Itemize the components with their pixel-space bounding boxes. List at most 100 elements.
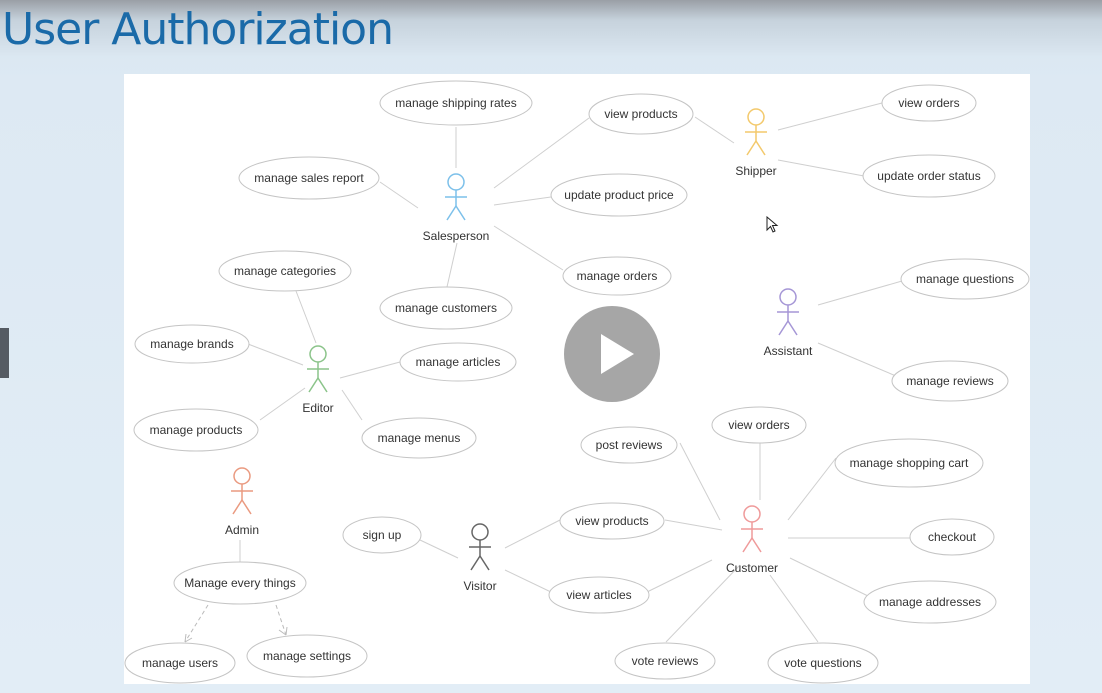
use-case-label: manage users <box>142 656 218 670</box>
use-case-label: sign up <box>363 528 402 542</box>
association-line <box>259 387 306 421</box>
use-case-ellipse <box>548 576 650 614</box>
use-case-ellipse <box>767 642 879 684</box>
use-case-label: update product price <box>564 188 674 202</box>
use-case-vote-reviews: vote reviews <box>614 642 716 680</box>
stick-figure-icon <box>777 288 799 336</box>
use-case-ellipse <box>891 360 1009 402</box>
play-video-button[interactable] <box>564 306 660 402</box>
use-case-ellipse <box>834 438 984 488</box>
mouse-pointer-icon <box>766 215 780 239</box>
association-line <box>493 196 552 206</box>
association-line <box>341 389 363 421</box>
association-line <box>694 116 735 144</box>
use-case-label: manage settings <box>263 649 351 663</box>
association-line <box>777 159 865 177</box>
actor-shipper: Shipper <box>735 108 777 178</box>
association-line <box>504 519 561 549</box>
use-case-label: view orders <box>898 96 959 110</box>
use-case-ellipse <box>550 173 688 217</box>
use-case-ellipse <box>124 642 236 684</box>
use-case-view-products: view products <box>559 502 665 540</box>
use-case-manage-settings: manage settings <box>246 634 368 678</box>
association-line <box>493 225 564 271</box>
actor-salesperson: Salesperson <box>423 173 489 243</box>
use-case-label: update order status <box>877 169 980 183</box>
actor-visitor: Visitor <box>463 523 497 593</box>
use-case-ellipse <box>238 156 380 200</box>
use-case-ellipse <box>614 642 716 680</box>
actor-label: Admin <box>225 523 259 537</box>
actor-label: Assistant <box>764 344 813 358</box>
use-case-manage-orders: manage orders <box>562 256 672 296</box>
association-line <box>184 604 209 643</box>
use-case-view-orders: view orders <box>881 84 977 122</box>
use-case-label: Manage every things <box>184 576 295 590</box>
use-case-sign-up: sign up <box>342 516 422 554</box>
use-case-manage-categories: manage categories <box>218 250 352 292</box>
association-line <box>446 242 458 288</box>
actor-assistant: Assistant <box>764 288 813 358</box>
association-line <box>379 181 419 209</box>
use-case-view-products: view products <box>588 93 694 135</box>
association-line <box>419 539 459 559</box>
use-case-label: manage categories <box>234 264 336 278</box>
use-case-ellipse <box>399 342 517 382</box>
use-case-ellipse <box>246 634 368 678</box>
stick-figure-icon <box>469 523 491 571</box>
association-line <box>777 102 883 131</box>
actor-label: Shipper <box>735 164 776 178</box>
use-case-manage-menus: manage menus <box>361 417 477 459</box>
association-line <box>817 280 903 306</box>
use-case-manage-customers: manage customers <box>379 286 513 330</box>
actor-label: Customer <box>726 561 778 575</box>
side-panel-handle[interactable] <box>0 328 9 378</box>
use-case-label: checkout <box>928 530 977 544</box>
use-case-vote-questions: vote questions <box>767 642 879 684</box>
use-case-ellipse <box>342 516 422 554</box>
use-case-label: post reviews <box>596 438 663 452</box>
use-case-ellipse <box>881 84 977 122</box>
association-line <box>769 574 819 643</box>
actor-label: Editor <box>302 401 333 415</box>
use-case-manage-articles: manage articles <box>399 342 517 382</box>
use-case-label: manage customers <box>395 301 497 315</box>
actor-label: Visitor <box>463 579 496 593</box>
diagram-canvas: manage shipping rates view products manage… <box>124 80 1030 684</box>
use-case-update-order-status: update order status <box>862 154 996 198</box>
use-case-manage-sales-report: manage sales report <box>238 156 380 200</box>
use-case-ellipse <box>562 256 672 296</box>
stick-figure-icon <box>745 108 767 156</box>
association-line <box>295 290 317 344</box>
use-case-label: manage sales report <box>254 171 364 185</box>
association-line <box>787 457 837 521</box>
use-case-label: manage products <box>150 423 243 437</box>
association-line <box>679 442 721 521</box>
use-case-ellipse <box>863 580 997 624</box>
use-case-ellipse <box>379 286 513 330</box>
association-line <box>665 564 741 643</box>
use-case-label: view articles <box>566 588 631 602</box>
use-case-manage-every-things: Manage every things <box>173 561 307 605</box>
use-case-update-product-price: update product price <box>550 173 688 217</box>
use-case-label: view products <box>604 107 677 121</box>
use-case-manage-shopping-cart: manage shopping cart <box>834 438 984 488</box>
association-line <box>817 342 897 377</box>
use-case-ellipse <box>900 258 1030 300</box>
actor-admin: Admin <box>225 467 259 537</box>
use-case-label: view orders <box>728 418 789 432</box>
stick-figure-icon <box>307 345 329 393</box>
use-case-label: manage brands <box>150 337 233 351</box>
actor-customer: Customer <box>726 505 778 575</box>
use-case-label: manage reviews <box>906 374 993 388</box>
association-line <box>275 604 287 636</box>
association-line <box>504 569 554 594</box>
use-case-ellipse <box>133 408 259 452</box>
use-case-manage-questions: manage questions <box>900 258 1030 300</box>
use-case-view-articles: view articles <box>548 576 650 614</box>
use-case-label: manage addresses <box>879 595 981 609</box>
play-icon <box>601 334 634 374</box>
use-case-label: vote questions <box>784 656 861 670</box>
use-case-label: manage shipping rates <box>395 96 516 110</box>
use-case-manage-reviews: manage reviews <box>891 360 1009 402</box>
